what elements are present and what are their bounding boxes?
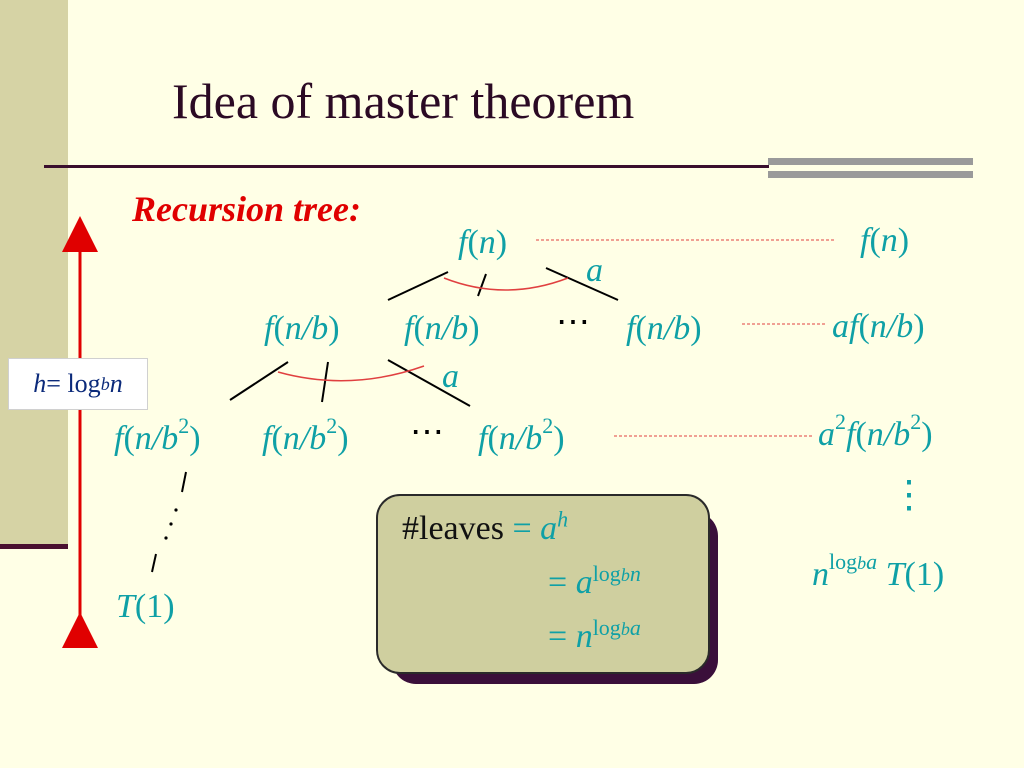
level1-branch-count: a (442, 358, 459, 395)
leaf-level-cost: nlogba T(1) (812, 548, 945, 593)
level1-node: f(n/b) (404, 310, 480, 347)
level2-node: f(n/b2) (262, 412, 349, 457)
recursion-tree-label: Recursion tree: (132, 189, 361, 229)
level1-branch-arc (277, 365, 425, 382)
level1-ellipsis: ⋯ (556, 304, 590, 341)
leaf-chain-dot (164, 536, 168, 540)
slide-title: Idea of master theorem (172, 73, 635, 129)
title-rule (44, 165, 769, 168)
level0-cost: f(n) (860, 222, 910, 259)
leaf-chain-top (181, 471, 187, 493)
leaf-chain-dot (174, 508, 178, 512)
leaf-chain-bottom (151, 553, 157, 573)
level1-node: f(n/b) (264, 310, 340, 347)
root-branch-left (387, 271, 449, 301)
level1-branch-left (229, 361, 289, 401)
leaves-line-3: = nlogba (548, 614, 641, 655)
leaves-line-2: = alogbn (548, 560, 641, 601)
left-decor-bar-edge (0, 544, 68, 549)
level1-branch-right (387, 359, 471, 407)
tree-root-node: f(n) (458, 224, 508, 261)
cost-vertical-dots: ⋮ (890, 474, 928, 516)
level1-cost: af(n/b) (832, 308, 925, 345)
root-branch-right (545, 267, 619, 301)
left-decor-bar (0, 0, 68, 548)
title-rule-accent-bottom (768, 171, 973, 178)
root-branch-mid (477, 273, 487, 297)
title-rule-accent-top (768, 158, 973, 165)
root-branch-arc (443, 277, 569, 291)
level2-node: f(n/b2) (478, 412, 565, 457)
level2-node: f(n/b2) (114, 412, 201, 457)
level2-cost: a2f(n/b2) (818, 408, 933, 453)
level1-branch-mid (321, 361, 329, 403)
root-branch-count: a (586, 252, 603, 289)
leaves-line-1: #leaves = ah (402, 506, 569, 547)
leaf-node: T(1) (116, 588, 175, 625)
level1-node: f(n/b) (626, 310, 702, 347)
level2-ellipsis: ⋯ (410, 414, 444, 451)
leaf-chain-dot (169, 522, 173, 526)
leaves-count-box (376, 494, 710, 674)
